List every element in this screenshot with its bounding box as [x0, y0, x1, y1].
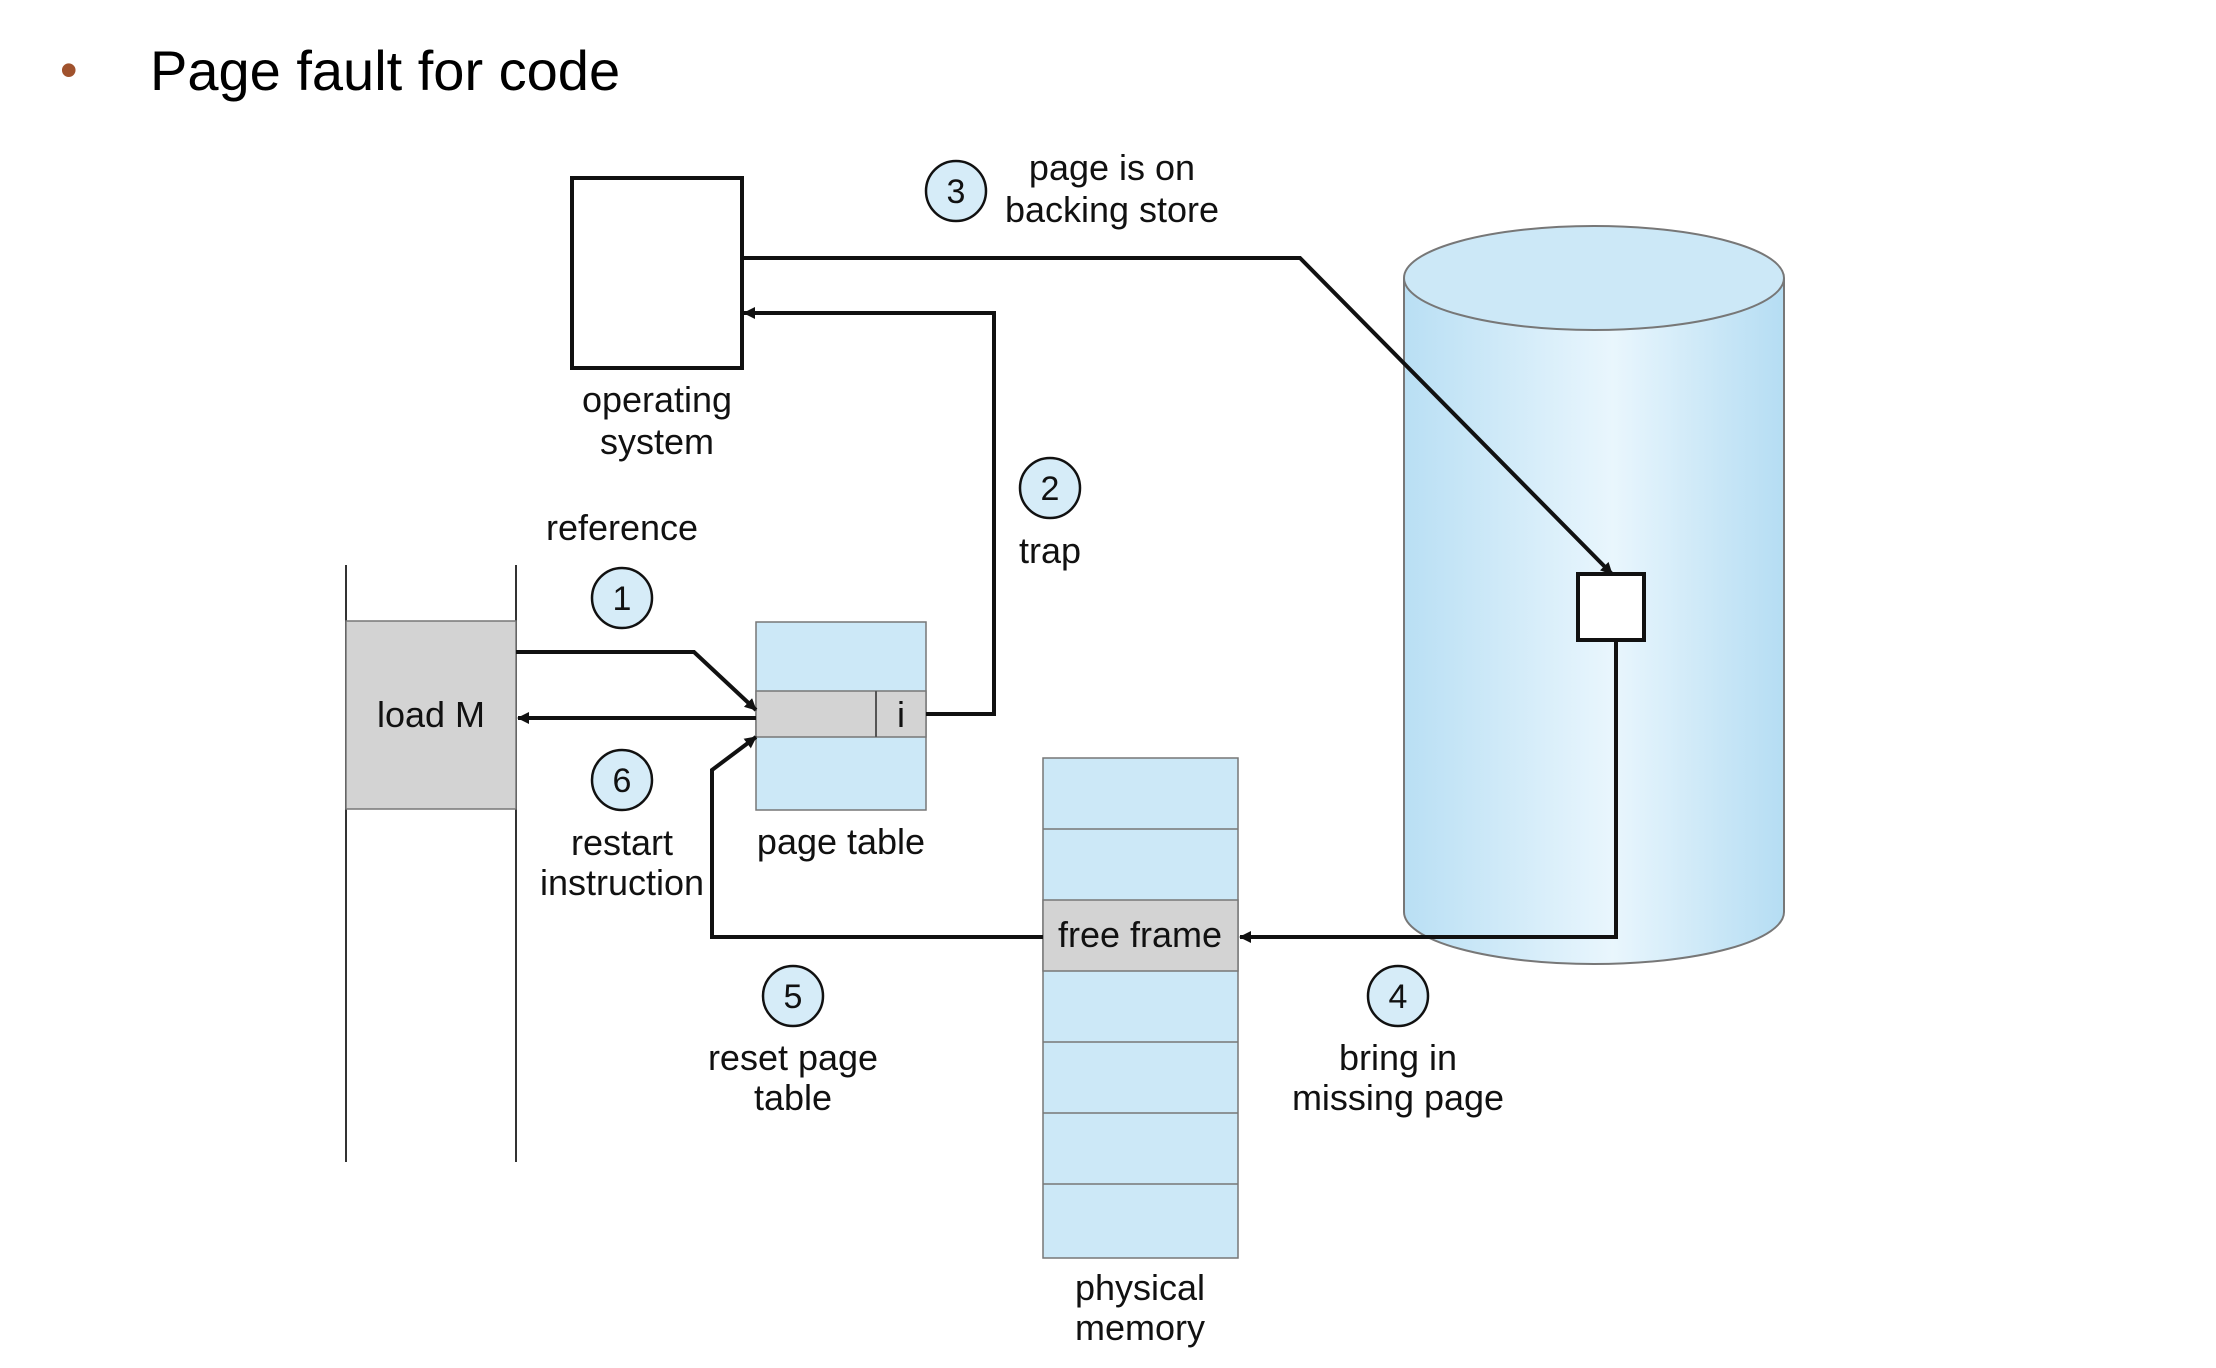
step-5-number: 5 [784, 978, 803, 1016]
os-label-2: system [600, 421, 714, 462]
step-3-number: 3 [947, 173, 966, 211]
free-frame-label: free frame [1058, 914, 1222, 955]
step-4-circle [1366, 964, 1430, 1028]
reset-arrow [710, 735, 1043, 939]
step-4-number: 4 [1389, 978, 1408, 1016]
step-3-circle [924, 159, 988, 223]
reset-label-1: reset page [708, 1037, 878, 1078]
bring-in-arrow [1239, 640, 1618, 943]
step-6: 6 [590, 748, 654, 812]
step-1: 1 [590, 566, 654, 630]
backing-store-arrow [742, 256, 1614, 576]
step-4: 4 [1366, 964, 1430, 1028]
invalid-bit: i [897, 694, 905, 735]
load-m-label: load M [377, 694, 485, 735]
step-5: 5 [761, 964, 825, 1028]
os-label-1: operating [582, 379, 732, 420]
step-5-circle [761, 964, 825, 1028]
reference-label: reference [546, 507, 698, 548]
restart-label-1: restart [571, 822, 673, 863]
free-frame [1042, 899, 1239, 972]
reset-label-2: table [754, 1077, 832, 1118]
step-2-circle [1018, 456, 1082, 520]
page-table-entry [755, 690, 927, 738]
os-box [570, 176, 744, 370]
backing-store-label-2: backing store [1005, 189, 1219, 230]
bring-in-label-1: bring in [1339, 1037, 1457, 1078]
backing-store-label-1: page is on [1029, 147, 1195, 188]
trap-arrow [743, 307, 996, 716]
step-2: 2 [1018, 456, 1082, 520]
heading-row: • Page fault for code [60, 30, 620, 110]
step-1-number: 1 [613, 580, 632, 618]
bullet: • [60, 42, 78, 98]
step-6-circle [590, 748, 654, 812]
step-3: 3 [924, 159, 988, 223]
physical-memory-label-1: physical [1075, 1267, 1205, 1308]
trap-label: trap [1019, 530, 1081, 571]
physical-memory [1042, 757, 1239, 1259]
step-1-circle [590, 566, 654, 630]
page-title: Page fault for code [150, 38, 621, 102]
restart-label-2: instruction [540, 862, 704, 903]
step-6-number: 6 [613, 762, 632, 800]
step-2-number: 2 [1041, 470, 1060, 508]
reference-arrow [516, 650, 758, 712]
page-table-label: page table [757, 821, 925, 862]
physical-memory-label-2: memory [1075, 1307, 1205, 1348]
missing-page-block [1576, 572, 1646, 642]
load-m-block [345, 620, 517, 810]
bring-in-label-2: missing page [1292, 1077, 1504, 1118]
